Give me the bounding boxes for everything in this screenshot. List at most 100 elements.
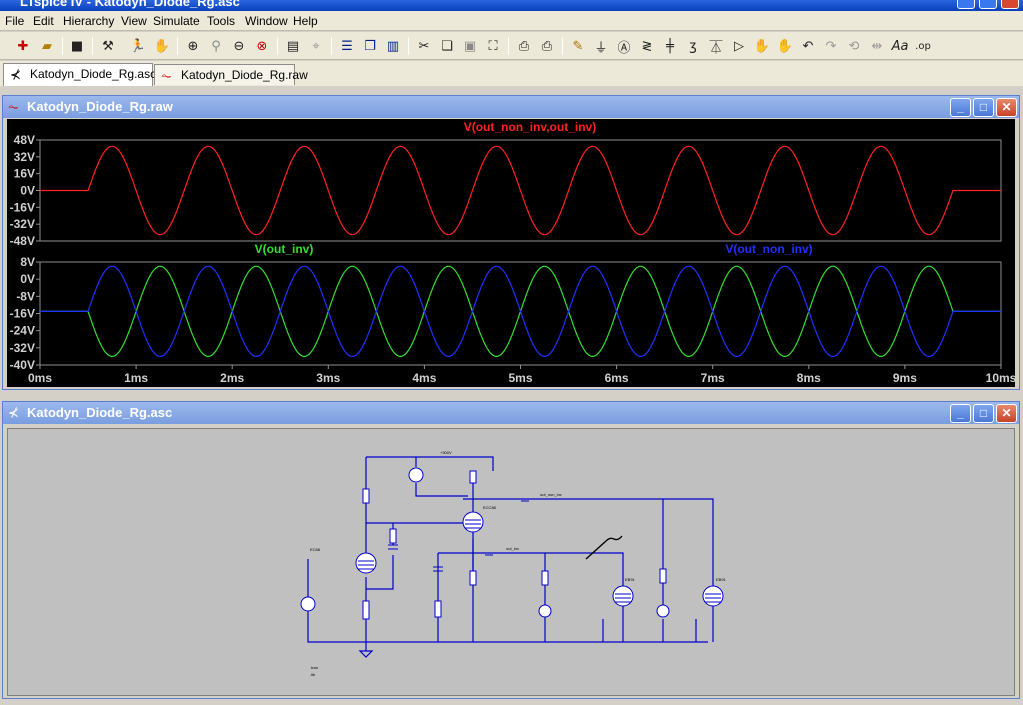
text-icon[interactable]: Aa [891, 38, 909, 54]
inductor-icon[interactable]: ʒ [689, 38, 697, 54]
waveform-window-title: Katodyn_Diode_Rg.raw [27, 99, 173, 114]
waveform-close-button[interactable]: ✕ [996, 98, 1017, 117]
menu-edit[interactable]: Edit [33, 14, 54, 28]
label-icon[interactable]: Ⓐ [617, 40, 631, 56]
paste-icon[interactable]: ▣ [463, 38, 477, 54]
find-icon[interactable]: ⛶ [488, 38, 498, 54]
menu-view[interactable]: View [121, 14, 147, 28]
waveform-minimize-button[interactable]: _ [950, 98, 971, 117]
schematic-close-button[interactable]: ✕ [996, 404, 1017, 423]
x-tick-label: 10ms [986, 371, 1015, 385]
schematic-window: ⊀ Katodyn_Diode_Rg.asc _ □ ✕ [2, 401, 1020, 699]
rotate-icon[interactable]: ⟲ [848, 38, 860, 54]
cascade-icon[interactable]: ❐ [364, 38, 376, 54]
drag-icon[interactable]: ✋ [776, 38, 794, 54]
waveform-tab-icon: ⏦ [161, 68, 172, 83]
zoom-out-icon[interactable]: ⊖ [233, 38, 245, 54]
legend-label: V(out_non_inv) [725, 242, 812, 256]
document-tabs: ⊀ Katodyn_Diode_Rg.asc ⏦ Katodyn_Diode_R… [0, 61, 1023, 86]
svg-text:out_non_inv: out_non_inv [540, 492, 562, 497]
ground-icon[interactable]: ⏚ [594, 40, 608, 56]
save-icon[interactable]: ■ [70, 38, 84, 54]
svg-text:EB91: EB91 [625, 577, 636, 582]
tab-waveform[interactable]: ⏦ Katodyn_Diode_Rg.raw [154, 64, 308, 85]
menu-tools[interactable]: Tools [207, 14, 236, 28]
autorange-icon[interactable]: ▤ [286, 38, 300, 54]
undo-icon[interactable]: ↶ [802, 38, 814, 54]
series-line [40, 265, 1001, 357]
y-tick-label: 16V [14, 167, 35, 181]
y-tick-label: -48V [10, 234, 35, 248]
series-line [40, 145, 1001, 236]
diode-icon[interactable]: ⏄ [709, 40, 723, 56]
y-tick-label: -8V [16, 289, 35, 303]
waveform-window-icon: ⏦ [8, 99, 19, 114]
menu-window[interactable]: Window [245, 14, 288, 28]
schematic-minimize-button[interactable]: _ [950, 404, 971, 423]
new-schematic-icon[interactable]: ✚ [17, 38, 29, 54]
circuit-diagram[interactable]: +300V out_non_inv out_inv EC88 ECC88 EB9… [8, 429, 1014, 695]
plot-frame [39, 261, 1002, 366]
y-tick-label: 32V [14, 150, 35, 164]
control-panel-icon[interactable]: ⚒ [102, 38, 114, 54]
svg-text:out_inv: out_inv [506, 546, 519, 551]
tile-vertical-icon[interactable]: ▥ [386, 38, 400, 54]
tile-horizontal-icon[interactable]: ☰ [341, 38, 353, 54]
menu-help[interactable]: Help [293, 14, 318, 28]
chart-title: V(out_non_inv,out_inv) [464, 120, 596, 134]
app-maximize-button[interactable] [979, 0, 997, 9]
move-icon[interactable]: ✋ [753, 38, 771, 54]
x-tick-label: 9ms [893, 371, 917, 385]
y-tick-label: -32V [10, 217, 35, 231]
copy-icon[interactable]: ❏ [441, 38, 453, 54]
zoom-full-icon[interactable]: ⊗ [256, 38, 268, 54]
svg-text:ECC88: ECC88 [483, 505, 497, 510]
schematic-maximize-button[interactable]: □ [973, 404, 994, 423]
y-tick-label: -16V [10, 307, 35, 321]
schematic-canvas[interactable]: +300V out_non_inv out_inv EC88 ECC88 EB9… [7, 428, 1015, 696]
waveform-plot[interactable]: 48V32V16V0V-16V-32V-48VV(out_non_inv,out… [7, 119, 1017, 387]
y-tick-label: 0V [20, 272, 35, 286]
mirror-icon[interactable]: ⇹ [871, 38, 883, 54]
cursor-icon[interactable]: ⌖ [312, 38, 320, 54]
x-tick-label: 2ms [220, 371, 244, 385]
schematic-window-caption: ⊀ Katodyn_Diode_Rg.asc _ □ ✕ [3, 402, 1019, 424]
app-minimize-button[interactable] [957, 0, 975, 9]
capacitor-icon[interactable]: ╪ [666, 38, 674, 54]
svg-text:+300V: +300V [440, 450, 452, 455]
app-title: LTspice IV - Katodyn_Diode_Rg.asc [20, 0, 240, 9]
svg-text:.lib: .lib [310, 672, 316, 677]
redo-icon[interactable]: ↷ [825, 38, 837, 54]
component-icon[interactable]: ▷ [734, 38, 744, 54]
pan-icon[interactable]: ⚲ [211, 38, 221, 54]
app-close-button[interactable] [1001, 0, 1019, 9]
menu-simulate[interactable]: Simulate [153, 14, 200, 28]
print-icon[interactable]: ⎙ [541, 38, 553, 54]
x-tick-label: 6ms [605, 371, 629, 385]
menu-hierarchy[interactable]: Hierarchy [63, 14, 115, 28]
waveform-window-caption: ⏦ Katodyn_Diode_Rg.raw _ □ ✕ [3, 96, 1019, 118]
y-tick-label: -32V [10, 341, 35, 355]
y-tick-label: -24V [10, 324, 35, 338]
cut-icon[interactable]: ✂ [418, 38, 430, 54]
waveform-maximize-button[interactable]: □ [973, 98, 994, 117]
x-tick-label: 1ms [124, 371, 148, 385]
tab-label: Katodyn_Diode_Rg.raw [181, 68, 308, 82]
run-icon[interactable]: 🏃 [129, 38, 147, 54]
print-preview-icon[interactable]: ⎙ [518, 38, 530, 54]
tab-label: Katodyn_Diode_Rg.asc [30, 67, 157, 81]
app-title-bar: LTspice IV - Katodyn_Diode_Rg.asc [0, 0, 1023, 11]
resistor-icon[interactable]: ≷ [641, 38, 653, 54]
halt-icon[interactable]: ✋ [153, 38, 171, 54]
tab-schematic[interactable]: ⊀ Katodyn_Diode_Rg.asc [3, 63, 157, 86]
x-tick-label: 4ms [412, 371, 436, 385]
y-tick-label: 0V [20, 184, 35, 198]
menu-file[interactable]: File [5, 14, 25, 28]
draw-wire-icon[interactable]: ✎ [572, 38, 584, 54]
schematic-tab-icon: ⊀ [10, 67, 21, 82]
zoom-in-icon[interactable]: ⊕ [187, 38, 199, 54]
open-icon[interactable]: ▰ [42, 38, 52, 54]
spice-directive-icon[interactable]: .op [915, 40, 931, 52]
